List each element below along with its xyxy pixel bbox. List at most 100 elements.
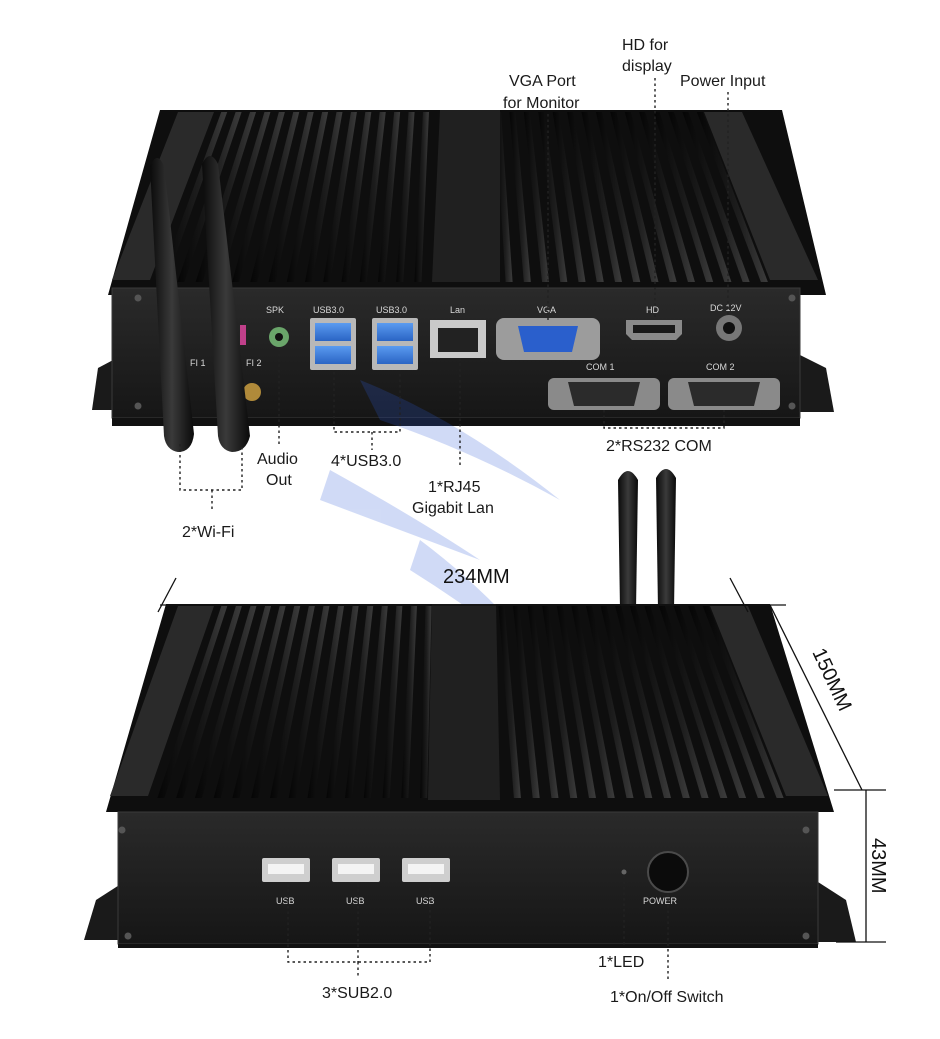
- label-wifi1: FI 1: [190, 358, 206, 368]
- usb30-port-icon: [315, 346, 351, 364]
- front-center-channel: [428, 604, 500, 800]
- callout-usb20: 3*SUB2.0: [322, 985, 392, 1002]
- usb20-socket-icon: [338, 864, 374, 874]
- front-view-device: USB USB USB POWER: [84, 469, 856, 948]
- callout-power-input: Power Input: [680, 73, 766, 90]
- bracket-rs232: [603, 410, 725, 429]
- wifi-antenna-right: [202, 156, 250, 452]
- label-lan: Lan: [450, 305, 465, 315]
- heatsink-fin: [307, 606, 344, 798]
- callout-audio-line1: Audio: [257, 451, 298, 468]
- front-heatsink-fins: [157, 606, 784, 798]
- rear-view-device: FI 1 FI 2 SPK USB3.0 USB3.0 Lan VGA HD D…: [92, 110, 834, 452]
- heatsink-fin: [610, 112, 659, 282]
- heatsink-fin: [268, 112, 314, 282]
- dimline-depth: [769, 604, 863, 791]
- heatsink-fin: [586, 606, 634, 798]
- dimline-width-tick-right: [729, 577, 749, 613]
- heatsink-fin: [341, 112, 372, 282]
- heatsink-fin: [527, 606, 559, 798]
- rear-center-channel: [432, 110, 500, 282]
- rear-bottom-edge: [112, 418, 800, 426]
- screw-icon: [134, 402, 142, 410]
- callout-audio-line2: Out: [266, 472, 292, 489]
- dimline-width-tick-left: [157, 577, 177, 613]
- bracket-usb30: [333, 372, 401, 433]
- heatsink-fin: [658, 606, 728, 798]
- front-left-rail: [110, 606, 214, 796]
- bracket-wifi: [179, 444, 243, 491]
- heatsink-fin: [523, 112, 550, 282]
- rj45-socket-icon: [438, 328, 478, 352]
- heatsink-fin: [556, 606, 596, 798]
- label-power: POWER: [643, 896, 678, 906]
- label-hd: HD: [646, 305, 659, 315]
- heatsink-fin: [305, 112, 343, 282]
- screw-icon: [124, 932, 132, 940]
- heatsink-fin: [673, 606, 747, 798]
- wifi-antenna-left: [150, 158, 194, 452]
- front-panel: [118, 812, 818, 944]
- heatsink-fin: [159, 112, 228, 282]
- label-height: 43MM: [867, 838, 889, 894]
- screw-icon: [802, 826, 810, 834]
- rear-right-foot: [790, 350, 834, 412]
- front-left-foot: [84, 882, 124, 940]
- heatsink-fin: [653, 112, 714, 282]
- heatsink-fin: [213, 112, 271, 282]
- heatsink-fin: [363, 606, 388, 798]
- heatsink-fin: [538, 112, 568, 282]
- usb20-socket-icon: [268, 864, 304, 874]
- callout-led: 1*LED: [598, 954, 644, 971]
- callout-rj45-line2: Gigabit Lan: [412, 500, 494, 517]
- rear-callouts: HD for display Power Input VGA Port for …: [179, 37, 766, 541]
- callout-rj45-line1: 1*RJ45: [428, 479, 481, 496]
- heatsink-fin: [629, 606, 690, 798]
- heatsink-fin: [288, 606, 330, 798]
- label-width: 234MM: [443, 566, 510, 588]
- heatsink-fin: [644, 606, 709, 798]
- heatsink-fin: [615, 606, 672, 798]
- front-antenna-right: [656, 469, 676, 610]
- label-usb-2: USB: [346, 896, 365, 906]
- callout-vga-line2: for Monitor: [503, 95, 580, 112]
- label-spk: SPK: [266, 305, 284, 315]
- heatsink-fin: [595, 112, 641, 282]
- usb20-socket-icon: [408, 864, 444, 874]
- label-com1: COM 1: [586, 362, 615, 372]
- screw-icon: [788, 402, 796, 410]
- callout-wifi: 2*Wi-Fi: [182, 524, 234, 541]
- callout-rs232: 2*RS232 COM: [606, 438, 712, 455]
- heatsink-fin: [420, 606, 432, 798]
- hdmi-socket-icon: [633, 325, 675, 333]
- callout-hd-line1: HD for: [622, 37, 669, 54]
- callout-switch: 1*On/Off Switch: [610, 989, 724, 1006]
- heatsink-fin: [667, 112, 732, 282]
- led-indicator-icon: [621, 869, 627, 875]
- rear-right-rail: [704, 112, 818, 280]
- wifi-connector-icon: [243, 383, 261, 401]
- callout-hd-line2: display: [622, 58, 672, 75]
- front-antenna-left: [618, 471, 638, 610]
- heatsink-fin: [600, 606, 653, 798]
- heatsink-fin: [498, 606, 521, 798]
- heatsink-fin: [232, 606, 286, 798]
- label-usb30-b: USB3.0: [376, 305, 407, 315]
- heatsink-fin: [194, 606, 257, 798]
- heatsink-fin: [326, 606, 359, 798]
- callout-vga-line1: VGA Port: [509, 73, 576, 90]
- heatsink-fin: [581, 112, 622, 282]
- heatsink-fin: [345, 606, 374, 798]
- front-callouts: 3*SUB2.0 1*LED 1*On/Off Switch: [287, 876, 724, 1006]
- screw-icon: [788, 294, 796, 302]
- front-right-foot: [818, 882, 856, 942]
- heatsink-fin: [232, 112, 285, 282]
- label-usb30-a: USB3.0: [313, 305, 344, 315]
- front-right-rail: [710, 606, 828, 796]
- heatsink-fin: [639, 112, 695, 282]
- heatsink-fin: [414, 112, 429, 282]
- mic-port-icon: [240, 325, 246, 345]
- usb30-port-icon: [377, 323, 413, 341]
- heatsink-fin: [377, 112, 401, 282]
